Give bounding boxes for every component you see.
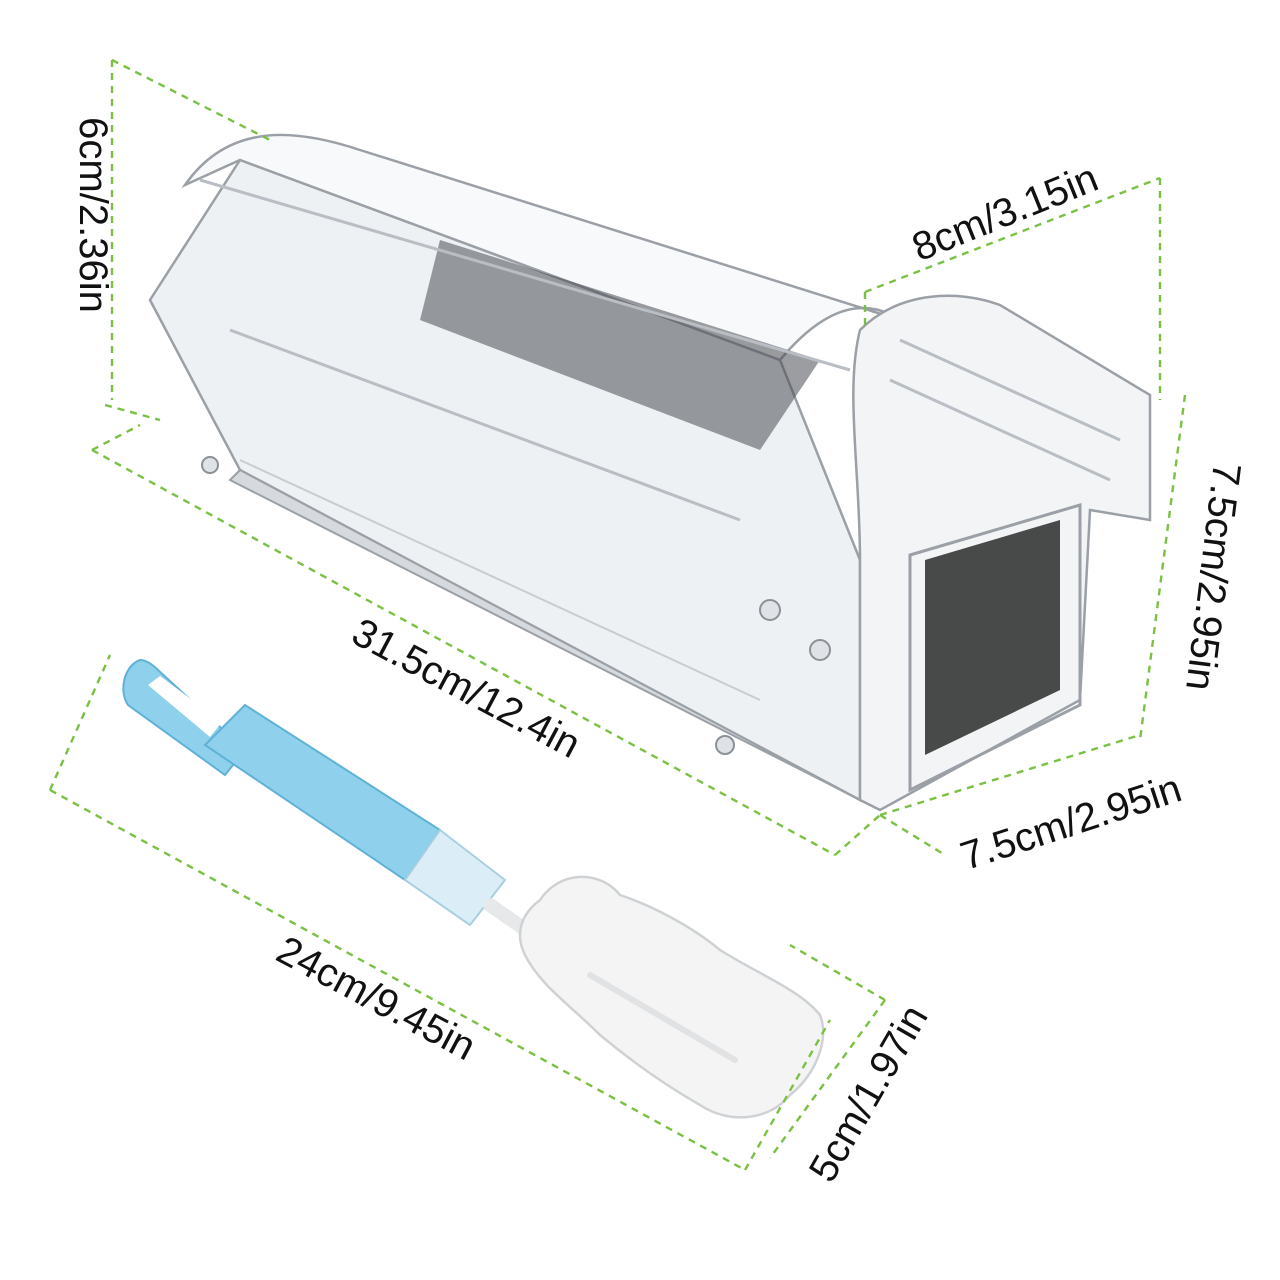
brush-stem-inside	[587, 972, 738, 1063]
sponge-brush-illustration	[122, 658, 825, 1119]
trap-inner-channel	[420, 240, 820, 450]
brush-grip	[403, 828, 507, 927]
dim-ext-top	[111, 58, 271, 142]
trap-rib	[889, 378, 1111, 482]
trap-hinge	[809, 639, 831, 661]
brush-sponge	[518, 875, 825, 1119]
brush-handle	[203, 703, 442, 882]
dim-ext	[879, 813, 946, 857]
trap-hinge	[201, 456, 219, 474]
trap-door-frame	[908, 502, 1082, 793]
dim-ext	[743, 1019, 832, 1171]
dim-line-brush-length	[49, 788, 746, 1172]
label-door-height: 7.5cm/2.95in	[1177, 460, 1249, 693]
dim-ext-bottom	[104, 403, 161, 422]
trap-rail	[199, 178, 851, 372]
dimension-lines	[48, 58, 1187, 1172]
brush-handle-hole	[148, 676, 222, 737]
label-trap-width: 8cm/3.15in	[906, 156, 1104, 270]
dim-ext	[834, 814, 881, 856]
trap-base	[228, 468, 881, 811]
dim-line-trap-length	[91, 448, 836, 857]
dim-line-sponge-width	[769, 999, 886, 1159]
dim-line-door-height	[1138, 394, 1187, 741]
trap-hinge	[715, 735, 735, 755]
dim-ext	[91, 423, 141, 452]
dim-ext	[48, 654, 112, 791]
dim-line-trap-depth	[879, 733, 1141, 817]
trap-door-opening	[925, 520, 1060, 755]
trap-hinge	[759, 599, 781, 621]
dim-line-trap-width	[864, 176, 1161, 294]
trap-rib	[899, 338, 1121, 442]
mouse-trap-illustration	[148, 133, 1152, 812]
trap-rail	[229, 328, 741, 522]
trap-rail	[239, 459, 761, 701]
label-trap-height: 6cm/2.36in	[71, 117, 115, 313]
label-brush-length: 24cm/9.45in	[270, 928, 483, 1069]
label-trap-depth: 7.5cm/2.95in	[955, 766, 1186, 879]
trap-roof	[181, 133, 901, 362]
dim-ext	[789, 943, 886, 1002]
